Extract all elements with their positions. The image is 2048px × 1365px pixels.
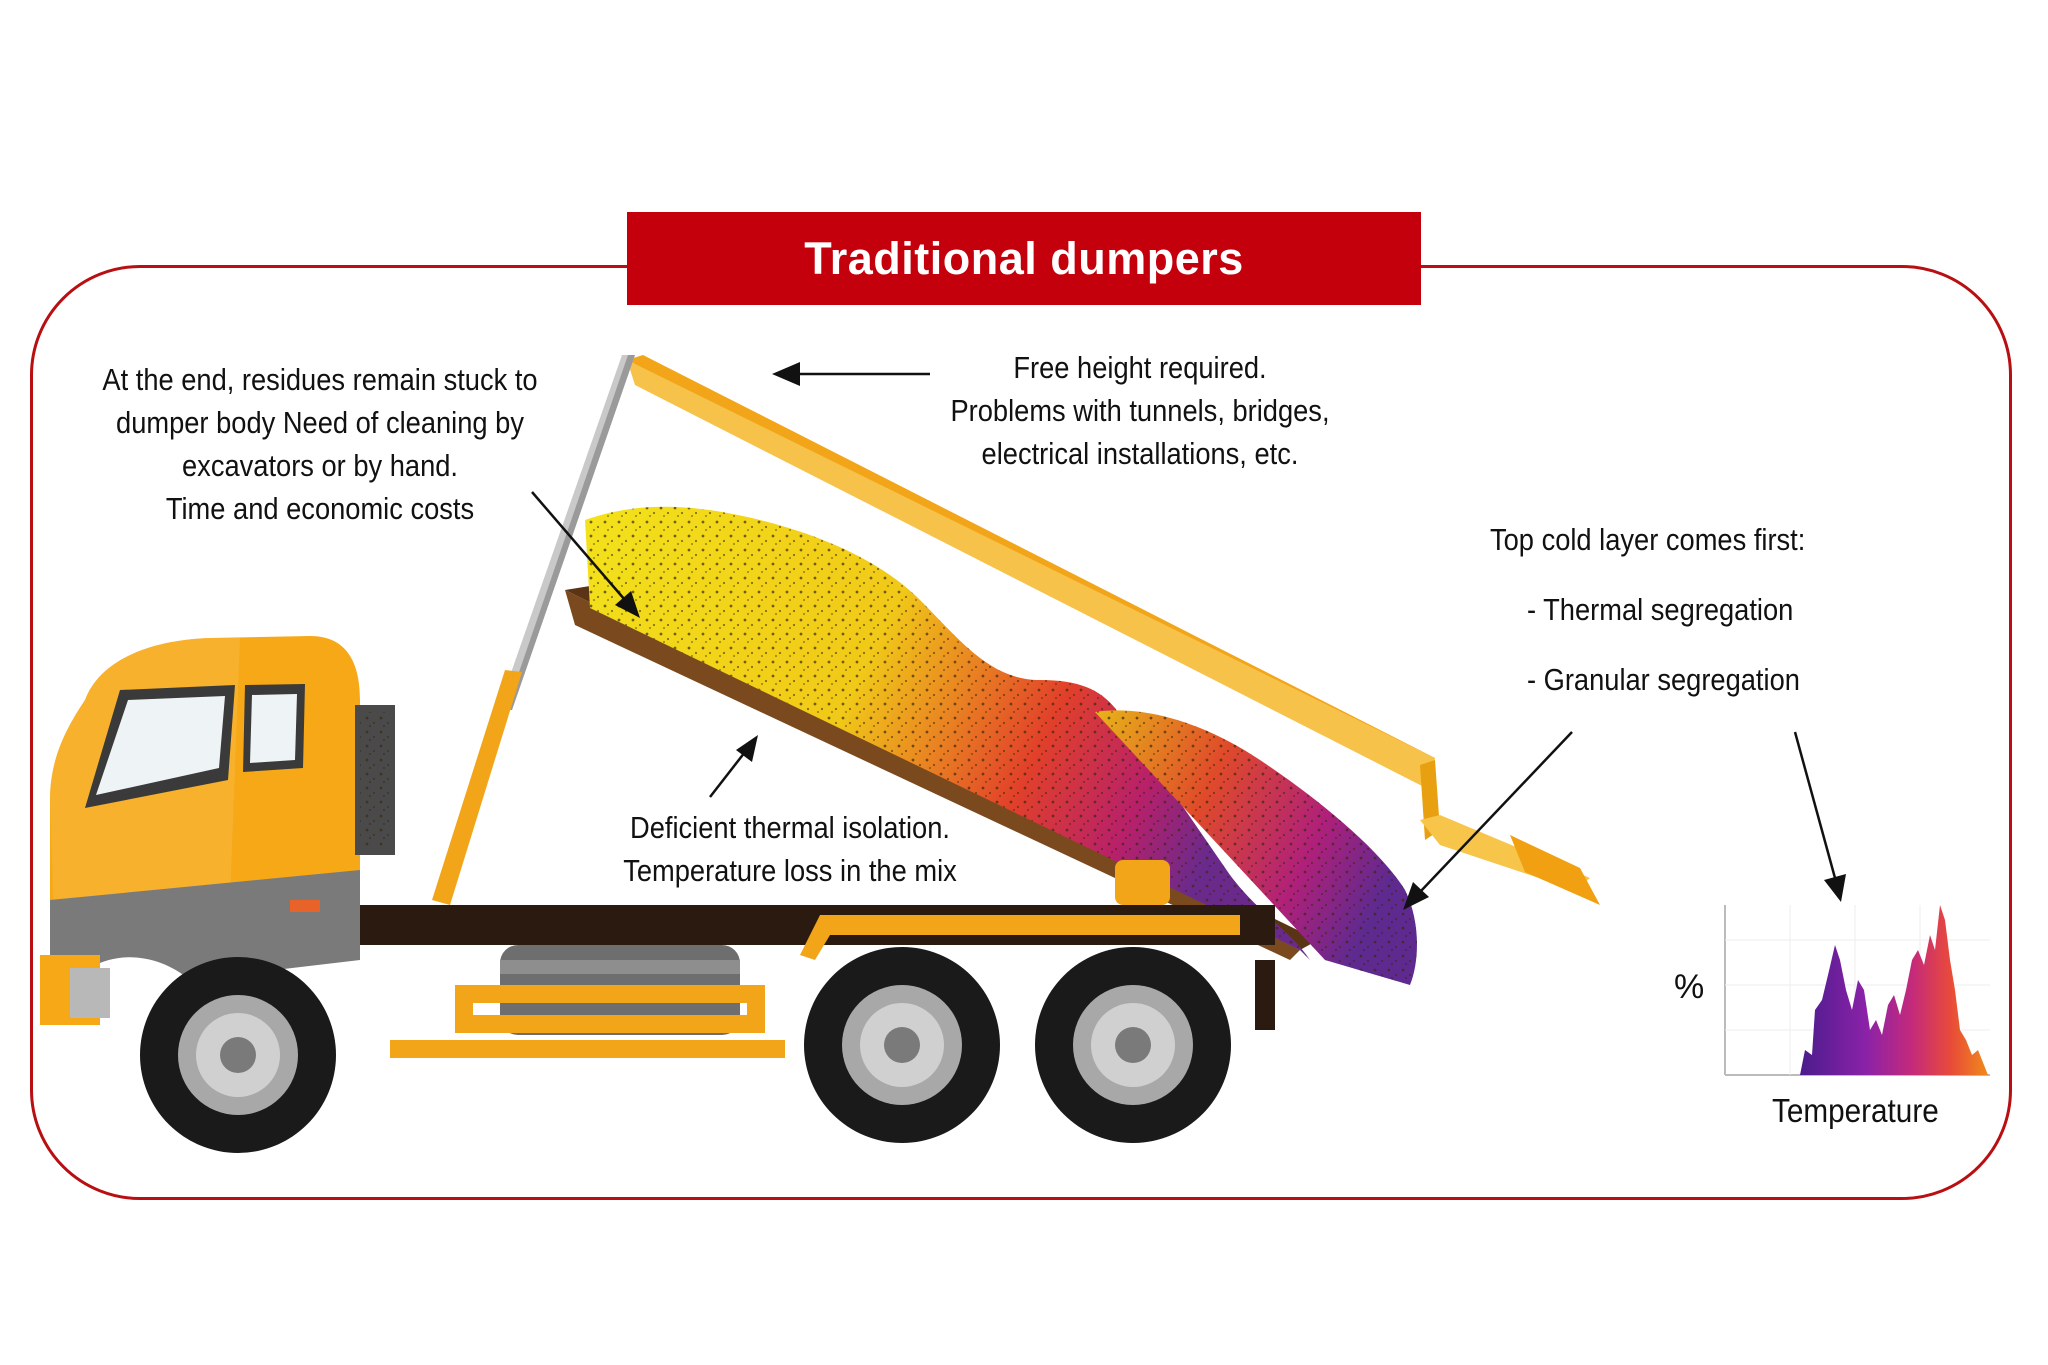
asphalt-mix	[585, 506, 1417, 985]
cold-layer-item-granular: - Granular segregation	[1526, 662, 1800, 697]
truck-chassis	[345, 860, 1275, 1058]
arrow-residues	[531, 491, 640, 618]
free-height-line-1: Free height required.	[1013, 350, 1267, 385]
arrow-isolation	[709, 735, 758, 798]
arrow-histogram	[1793, 731, 1846, 902]
free-height-line-2: Problems with tunnels, bridges,	[950, 393, 1330, 428]
isolation-note: Deficient thermal isolation. Temperature…	[588, 806, 993, 892]
histogram-x-label: Temperature	[1772, 1092, 1939, 1129]
temperature-histogram	[1724, 905, 1990, 1076]
isolation-line-1: Deficient thermal isolation.	[630, 810, 950, 845]
residues-line-3: excavators or by hand.	[182, 448, 458, 483]
arrow-cold-layer	[1403, 731, 1573, 910]
residues-line-1: At the end, residues remain stuck to	[102, 362, 538, 397]
tipper-lid	[627, 355, 1600, 905]
cold-layer-heading: Top cold layer comes first:	[1490, 522, 1806, 557]
rear-wheel-1	[804, 947, 1000, 1143]
residues-note: At the end, residues remain stuck to dum…	[74, 358, 567, 530]
cold-layer-note: Top cold layer comes first: - Thermal se…	[1490, 518, 1860, 728]
free-height-note: Free height required. Problems with tunn…	[920, 346, 1360, 475]
front-wheel	[140, 957, 336, 1153]
rear-wheel-2	[1035, 947, 1231, 1143]
residues-line-2: dumper body Need of cleaning by	[116, 405, 524, 440]
truck-cab	[40, 636, 395, 1025]
diagram-title: Traditional dumpers	[804, 232, 1244, 284]
free-height-line-3: electrical installations, etc.	[981, 436, 1299, 471]
arrow-free-height	[772, 362, 930, 386]
histogram-y-label: %	[1674, 968, 1705, 1006]
isolation-line-2: Temperature loss in the mix	[623, 853, 957, 888]
title-banner: Traditional dumpers	[627, 212, 1421, 305]
residues-line-4: Time and economic costs	[165, 491, 475, 526]
cold-layer-item-thermal: - Thermal segregation	[1526, 592, 1794, 627]
